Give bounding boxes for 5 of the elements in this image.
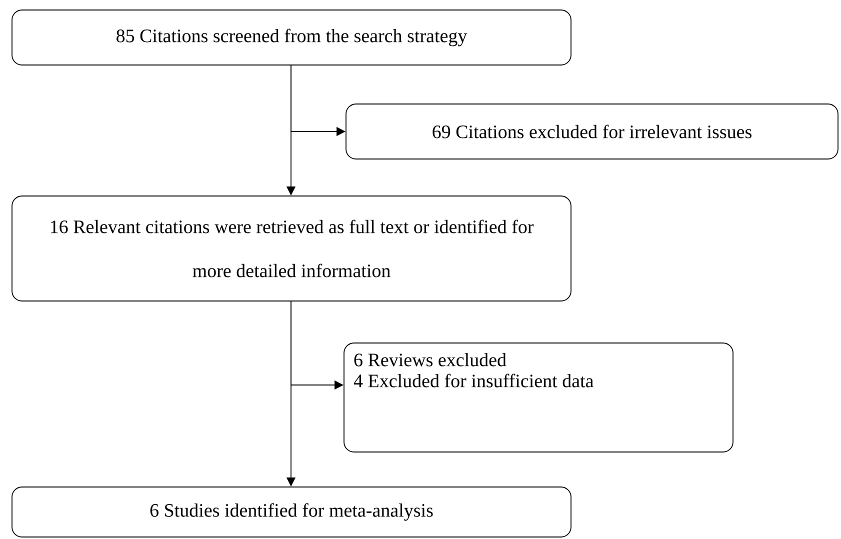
process-box: 69 Citations excluded for irrelevant issues bbox=[346, 104, 838, 160]
process-box: 16 Relevant citations were retrieved as full text or identified for more detailed information bbox=[12, 196, 572, 302]
process-box: 6 Studies identified for meta-analysis bbox=[12, 486, 572, 538]
process-box: 6 Reviews excluded 4 Excluded for insufficient data bbox=[344, 342, 734, 452]
process-box: 85 Citations screened from the search strategy bbox=[12, 10, 572, 66]
